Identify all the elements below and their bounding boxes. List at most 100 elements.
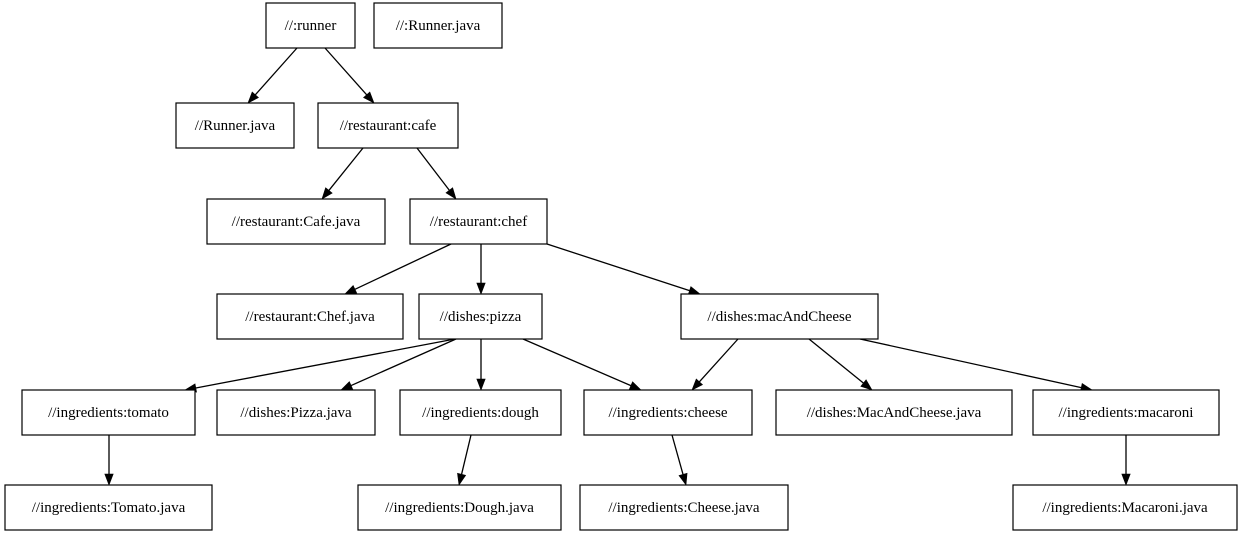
graph-node-ingredients-macaroni[interactable]: //ingredients:macaroni	[1032, 389, 1220, 436]
edge-arrowhead-icon	[340, 381, 354, 391]
node-box[interactable]	[206, 198, 386, 245]
graph-node-restaurant-cafe-java[interactable]: //restaurant:Cafe.java	[206, 198, 386, 245]
graph-node-restaurant-chef-java[interactable]: //restaurant:Chef.java	[216, 293, 404, 340]
graph-edge	[476, 244, 486, 295]
graph-node-dishes-mac-java[interactable]: //dishes:MacAndCheese.java	[775, 389, 1013, 436]
node-box[interactable]	[775, 389, 1013, 436]
node-label: //restaurant:cafe	[340, 118, 437, 134]
node-box[interactable]	[21, 389, 196, 436]
node-label: //ingredients:cheese	[608, 405, 727, 421]
graph-edge	[546, 243, 701, 295]
node-box[interactable]	[583, 389, 753, 436]
edge-arrowhead-icon	[860, 379, 873, 391]
edge-arrowhead-icon	[104, 473, 114, 486]
edge-arrowhead-icon	[678, 472, 688, 486]
edge-arrowhead-icon	[476, 282, 486, 295]
graph-edge	[324, 47, 375, 104]
node-label: //ingredients:Tomato.java	[32, 500, 186, 516]
node-label: //restaurant:chef	[430, 214, 527, 230]
node-label: //ingredients:Dough.java	[385, 500, 534, 516]
edge-line	[671, 434, 684, 475]
node-box[interactable]	[373, 2, 503, 49]
edge-arrowhead-icon	[457, 472, 467, 486]
node-box[interactable]	[175, 102, 295, 149]
graph-node-macaroni-java[interactable]: //ingredients:Macaroni.java	[1012, 484, 1238, 531]
graph-node-restaurant-chef[interactable]: //restaurant:chef	[409, 198, 548, 245]
edge-arrowhead-icon	[363, 91, 375, 104]
graph-edge	[416, 147, 457, 200]
graph-edge	[476, 339, 486, 391]
edge-arrowhead-icon	[476, 378, 486, 391]
node-label: //ingredients:tomato	[48, 405, 169, 421]
edge-line	[254, 47, 298, 96]
node-label: //Runner.java	[195, 118, 276, 134]
node-label: //dishes:MacAndCheese.java	[807, 405, 982, 421]
graph-edge	[457, 434, 472, 486]
graph-edge	[184, 338, 456, 393]
edge-line	[195, 338, 456, 389]
node-label: //:Runner.java	[396, 18, 481, 34]
graph-node-dishes-pizza[interactable]: //dishes:pizza	[418, 293, 543, 340]
node-box[interactable]	[265, 2, 356, 49]
graph-node-root-runner-java[interactable]: //:Runner.java	[373, 2, 503, 49]
graph-node-ingredients-dough[interactable]: //ingredients:dough	[399, 389, 562, 436]
node-box[interactable]	[216, 389, 376, 436]
graph-node-runner-java[interactable]: //Runner.java	[175, 102, 295, 149]
graph-node-cheese-java[interactable]: //ingredients:Cheese.java	[579, 484, 789, 531]
graph-edge	[1121, 435, 1131, 486]
edge-arrowhead-icon	[687, 286, 701, 295]
graph-node-dough-java[interactable]: //ingredients:Dough.java	[357, 484, 562, 531]
node-box[interactable]	[399, 389, 562, 436]
graph-node-ingredients-tomato[interactable]: //ingredients:tomato	[21, 389, 196, 436]
graph-node-restaurant-cafe[interactable]: //restaurant:cafe	[317, 102, 459, 149]
node-box[interactable]	[680, 293, 879, 340]
edge-arrowhead-icon	[1121, 473, 1131, 486]
graph-node-ingredients-cheese[interactable]: //ingredients:cheese	[583, 389, 753, 436]
node-box[interactable]	[579, 484, 789, 531]
edge-line	[546, 243, 690, 292]
edge-arrowhead-icon	[628, 381, 642, 391]
node-box[interactable]	[317, 102, 459, 149]
graph-edge	[247, 47, 298, 104]
graph-edge	[671, 434, 688, 486]
edge-line	[859, 338, 1082, 389]
node-box[interactable]	[1032, 389, 1220, 436]
node-box[interactable]	[1012, 484, 1238, 531]
edge-line	[350, 338, 457, 387]
graph-edge	[321, 147, 364, 200]
graph-node-tomato-java[interactable]: //ingredients:Tomato.java	[4, 484, 213, 531]
node-label: //dishes:Pizza.java	[240, 405, 352, 421]
node-box[interactable]	[418, 293, 543, 340]
node-label: //dishes:macAndCheese	[707, 309, 851, 325]
graph-edge	[104, 435, 114, 486]
edges-layer	[104, 47, 1131, 486]
graph-node-dishes-pizza-java[interactable]: //dishes:Pizza.java	[216, 389, 376, 436]
graph-node-runner-target[interactable]: //:runner	[265, 2, 356, 49]
edge-line	[808, 338, 864, 384]
edge-arrowhead-icon	[247, 91, 259, 104]
graph-node-dishes-macandcheese[interactable]: //dishes:macAndCheese	[680, 293, 879, 340]
edge-arrowhead-icon	[321, 187, 333, 200]
node-label: //restaurant:Cafe.java	[232, 214, 361, 230]
node-label: //dishes:pizza	[440, 309, 522, 325]
node-label: //:runner	[285, 18, 337, 34]
node-box[interactable]	[4, 484, 213, 531]
graph-edge	[344, 243, 452, 295]
node-box[interactable]	[409, 198, 548, 245]
node-label: //ingredients:Macaroni.java	[1042, 500, 1208, 516]
graph-edge	[808, 338, 873, 391]
node-label: //ingredients:dough	[422, 405, 539, 421]
graph-edge	[859, 338, 1093, 393]
nodes-layer: //:runner //:Runner.java //Runner.java //re…	[4, 2, 1238, 531]
node-label: //ingredients:macaroni	[1059, 405, 1194, 421]
edge-arrowhead-icon	[445, 187, 457, 200]
node-label: //ingredients:Cheese.java	[608, 500, 760, 516]
edge-line	[416, 147, 450, 191]
edge-line	[354, 243, 452, 290]
node-box[interactable]	[357, 484, 562, 531]
edge-line	[698, 338, 739, 383]
edge-arrowhead-icon	[344, 284, 358, 295]
node-box[interactable]	[216, 293, 404, 340]
